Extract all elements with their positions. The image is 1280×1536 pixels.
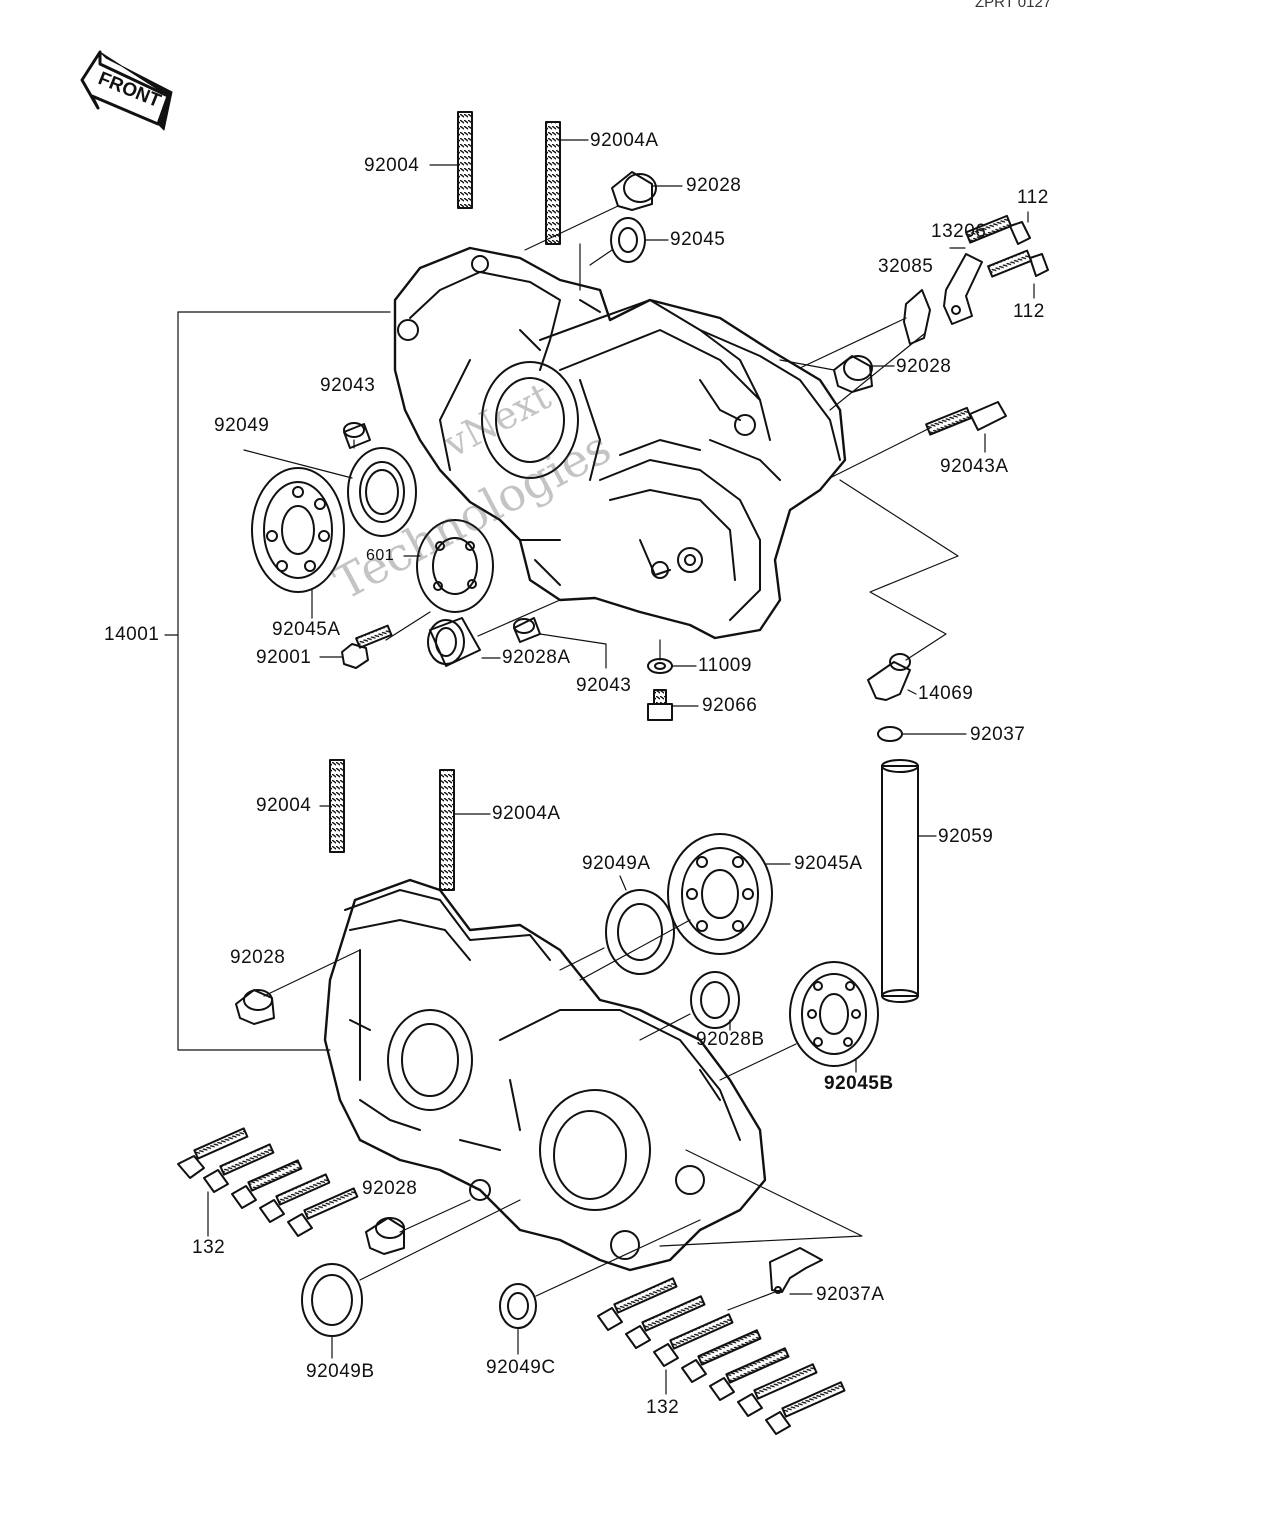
bolt-112-a bbox=[965, 214, 1031, 245]
bolt-132-left-3 bbox=[231, 1159, 303, 1209]
label-92028b: 92028B bbox=[696, 1029, 765, 1050]
bearing-92045a-top bbox=[251, 467, 345, 593]
label-92028-d: 92028 bbox=[362, 1178, 418, 1199]
oil-seal-92049b bbox=[301, 1263, 363, 1337]
bolts-132-right-group bbox=[597, 1277, 846, 1435]
oil-seal-92049c bbox=[499, 1283, 537, 1329]
label-92043-a: 92043 bbox=[320, 375, 376, 396]
clip-92037 bbox=[877, 726, 903, 742]
seal-92045-top bbox=[610, 217, 646, 263]
dowel-92043-a bbox=[343, 422, 371, 449]
bolt-132-right-3 bbox=[653, 1313, 734, 1367]
label-92045-top: 92045 bbox=[670, 229, 726, 250]
label-92049: 92049 bbox=[214, 415, 270, 436]
label-92004a-top: 92004A bbox=[590, 130, 659, 151]
collar-92028b bbox=[690, 971, 740, 1029]
upper-crankcase-half bbox=[393, 246, 847, 640]
bolt-92001 bbox=[341, 624, 393, 669]
label-92004a-bottom: 92004A bbox=[492, 803, 561, 824]
corner-code: ZPRT 0127 bbox=[975, 0, 1052, 11]
label-92028-c: 92028 bbox=[230, 947, 286, 968]
fitting-14069 bbox=[867, 653, 911, 701]
dowel-92043-b bbox=[513, 617, 541, 643]
collar-92028-b bbox=[833, 355, 873, 393]
bolt-132-right-2 bbox=[625, 1295, 706, 1349]
label-601: 601 bbox=[366, 547, 395, 564]
bolt-132-left-2 bbox=[203, 1143, 275, 1193]
bearing-92045a-bottom bbox=[667, 833, 773, 955]
label-92001: 92001 bbox=[256, 647, 312, 668]
label-92049a: 92049A bbox=[582, 853, 651, 874]
bolt-132-left-4 bbox=[259, 1173, 331, 1223]
stud-92004a-top bbox=[545, 121, 561, 245]
bolt-112-b bbox=[987, 249, 1049, 278]
label-92045b: 92045B bbox=[824, 1073, 894, 1094]
label-92049b: 92049B bbox=[306, 1361, 375, 1382]
label-112-a: 112 bbox=[1017, 187, 1049, 208]
label-11009: 11009 bbox=[698, 655, 752, 676]
front-arrow: FRONT bbox=[80, 50, 173, 131]
tube-92059 bbox=[881, 759, 919, 1003]
collar-92028-a bbox=[611, 171, 657, 211]
stud-92004-top bbox=[457, 111, 473, 209]
oil-seal-92049a bbox=[605, 889, 675, 975]
bolt-132-right-5 bbox=[709, 1347, 790, 1401]
bearing-601 bbox=[416, 519, 494, 613]
label-92037a: 92037A bbox=[816, 1284, 885, 1305]
collar-92028-c bbox=[235, 989, 275, 1025]
label-14069: 14069 bbox=[918, 683, 974, 704]
leader-lines bbox=[164, 139, 1035, 1395]
label-92049c: 92049C bbox=[486, 1357, 556, 1378]
bracket-92037a bbox=[769, 1247, 823, 1294]
label-92059: 92059 bbox=[938, 826, 994, 847]
bolt-132-right-1 bbox=[597, 1277, 678, 1331]
label-132-a: 132 bbox=[192, 1237, 226, 1258]
label-92043-b: 92043 bbox=[576, 675, 632, 696]
collar-92028a bbox=[427, 617, 481, 667]
collar-92028-d bbox=[365, 1217, 405, 1255]
label-14001: 14001 bbox=[104, 624, 160, 645]
label-132-b: 132 bbox=[646, 1397, 680, 1418]
plate-32085 bbox=[903, 289, 931, 345]
bracket-13206 bbox=[943, 253, 983, 325]
label-92066: 92066 bbox=[702, 695, 758, 716]
stud-92004a-bottom bbox=[439, 769, 455, 891]
bolt-132-left-5 bbox=[287, 1187, 359, 1237]
lower-crankcase-half bbox=[323, 878, 767, 1272]
bolt-92066 bbox=[647, 689, 673, 721]
label-92045a-top: 92045A bbox=[272, 619, 341, 640]
label-13206: 13206 bbox=[931, 221, 987, 242]
oil-seal-92049 bbox=[347, 447, 417, 537]
label-92028a: 92028A bbox=[502, 647, 571, 668]
bolt-92043a bbox=[925, 401, 1007, 436]
bolt-132-left-1 bbox=[177, 1127, 249, 1179]
label-92045a-bottom: 92045A bbox=[794, 853, 863, 874]
label-92004-top: 92004 bbox=[364, 155, 420, 176]
label-92004-bottom: 92004 bbox=[256, 795, 312, 816]
label-92037: 92037 bbox=[970, 724, 1026, 745]
label-92028-a: 92028 bbox=[686, 175, 742, 196]
bolts-132-left-group bbox=[177, 1127, 359, 1237]
bearing-92045b bbox=[789, 961, 879, 1067]
label-92043a: 92043A bbox=[940, 456, 1009, 477]
bolt-132-right-7 bbox=[765, 1381, 846, 1435]
label-32085: 32085 bbox=[878, 256, 934, 277]
label-112-b: 112 bbox=[1013, 301, 1045, 322]
stud-92004-bottom bbox=[329, 759, 345, 853]
bolt-132-right-6 bbox=[737, 1363, 818, 1417]
washer-11009 bbox=[647, 658, 673, 674]
label-92028-b: 92028 bbox=[896, 356, 952, 377]
bolt-132-right-4 bbox=[681, 1329, 762, 1383]
